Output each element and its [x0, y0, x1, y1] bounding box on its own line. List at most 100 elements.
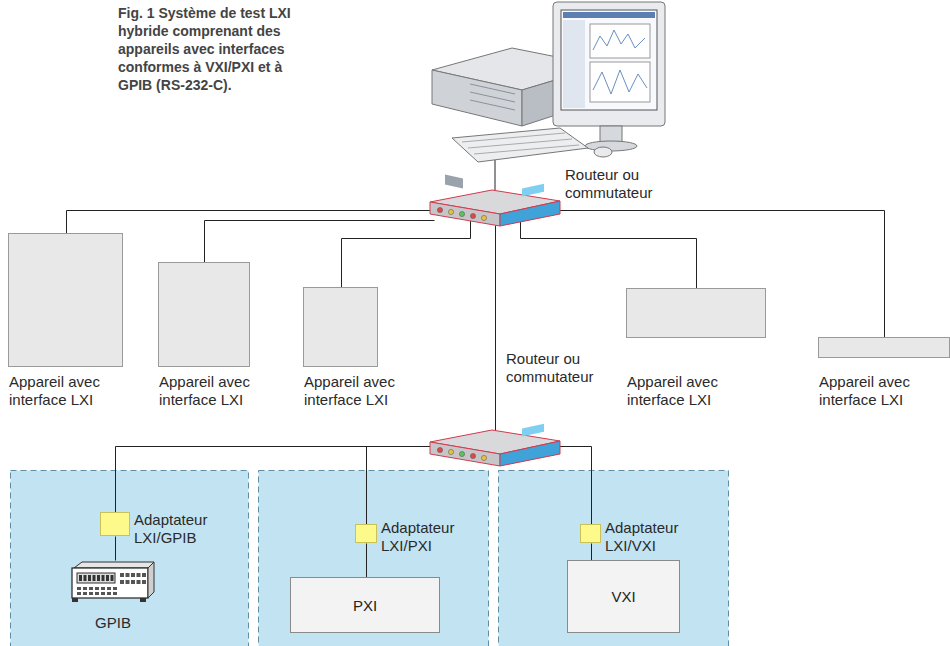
instrument-button: [89, 587, 93, 590]
router-led: [448, 209, 453, 214]
lxi-instrument: Appareil avec interface LXI: [158, 262, 250, 367]
router-switch: Routeur ou commutateur: [430, 430, 560, 466]
display-digit: [84, 575, 87, 581]
network-cable: [495, 226, 496, 432]
instrument-button: [107, 592, 111, 595]
router-symbol: [430, 190, 560, 226]
group-panel: [499, 471, 729, 646]
device-label: Appareil avec interface LXI: [159, 373, 269, 409]
device-label: Routeur ou commutateur: [565, 166, 665, 202]
lxi-instrument: Appareil avec interface LXI: [818, 337, 950, 358]
router-side: [500, 441, 560, 466]
router-side: [500, 201, 560, 226]
display-digit: [97, 575, 100, 581]
router-led: [459, 451, 464, 456]
router-led: [437, 207, 442, 212]
instrument-button: [95, 587, 99, 590]
router-switch: Routeur ou commutateur: [430, 190, 560, 226]
router-led: [437, 447, 442, 452]
network-cable: [67, 211, 433, 234]
device-label: Routeur ou commutateur: [506, 350, 606, 386]
router-symbol: [430, 430, 560, 466]
network-cable: [366, 544, 367, 578]
router-led: [470, 213, 475, 218]
instrument-button: [120, 573, 124, 577]
lxi-adapter: Adaptateur LXI/VXI: [580, 524, 601, 543]
lxi-instrument: Appareil avec interface LXI: [8, 233, 123, 367]
instrument-button: [107, 587, 111, 590]
network-cable: [559, 211, 885, 338]
instrument-button: [120, 580, 124, 584]
chassis-box: VXI: [567, 560, 680, 633]
gpib-instrument: [70, 560, 156, 604]
router-panel: [522, 424, 544, 437]
instrument-display: [77, 573, 115, 583]
lxi-instrument: Appareil avec interface LXI: [303, 287, 378, 367]
instrument-button: [95, 592, 99, 595]
instrument-side: [148, 562, 154, 598]
instrument-button: [89, 592, 93, 595]
lxi-instrument: Appareil avec interface LXI: [626, 288, 766, 338]
instrument-button: [142, 573, 146, 577]
lxi-adapter: Adaptateur LXI/PXI: [355, 524, 377, 543]
router-panel: [522, 184, 544, 197]
device-label: Appareil avec interface LXI: [304, 373, 414, 409]
chassis-label: PXI: [353, 597, 377, 614]
instrument-button: [142, 580, 146, 584]
group-panel: [259, 471, 489, 646]
instrument-button: [101, 587, 105, 590]
instrument-button: [83, 592, 87, 595]
instrument-button: [101, 592, 105, 595]
network-cable: [559, 447, 592, 525]
gpib-instrument: GPIB: [70, 560, 156, 604]
lxi-adapter: Adaptateur LXI/GPIB: [100, 512, 130, 536]
figure-caption: Fig. 1 Système de test LXI hybride compr…: [118, 4, 308, 94]
instrument-button: [126, 573, 130, 577]
display-digit: [88, 575, 91, 581]
device-label: Adaptateur LXI/PXI: [381, 519, 467, 555]
device-label: Appareil avec interface LXI: [9, 373, 119, 409]
instrument-foot: [140, 598, 146, 602]
network-cable: [367, 447, 433, 525]
instrument-button: [131, 580, 135, 584]
router-led: [448, 449, 453, 454]
router-front: [430, 202, 500, 226]
instrument-top: [74, 562, 154, 568]
device-label: Adaptateur LXI/VXI: [605, 519, 691, 555]
instrument-button: [137, 573, 141, 577]
instrument-button: [113, 587, 117, 590]
network-cable: [591, 544, 592, 561]
chassis-box: PXI: [290, 577, 440, 633]
display-digit: [111, 575, 114, 581]
network-cable: [205, 221, 435, 263]
device-label: Appareil avec interface LXI: [627, 373, 737, 409]
network-cable: [116, 447, 433, 513]
router-front: [430, 442, 500, 466]
router-led: [481, 215, 486, 220]
device-label: Appareil avec interface LXI: [819, 373, 929, 409]
network-cable: [115, 537, 116, 561]
instrument-button: [126, 580, 130, 584]
instrument-foot: [72, 598, 78, 602]
display-digit: [106, 575, 109, 581]
chassis-label: VXI: [611, 588, 635, 605]
display-digit: [79, 575, 82, 581]
group-panel: [11, 471, 249, 646]
device-label: GPIB: [90, 614, 136, 632]
router-led: [481, 455, 486, 460]
network-cable: [342, 221, 471, 288]
instrument-button: [77, 592, 81, 595]
instrument-button: [131, 573, 135, 577]
router-led: [459, 211, 464, 216]
instrument-front: [72, 568, 148, 598]
network-cable: [521, 221, 697, 289]
instrument-button: [83, 587, 87, 590]
display-digit: [93, 575, 96, 581]
instrument-button: [113, 592, 117, 595]
instrument-button: [77, 587, 81, 590]
instrument-button: [137, 580, 141, 584]
display-digit: [102, 575, 105, 581]
